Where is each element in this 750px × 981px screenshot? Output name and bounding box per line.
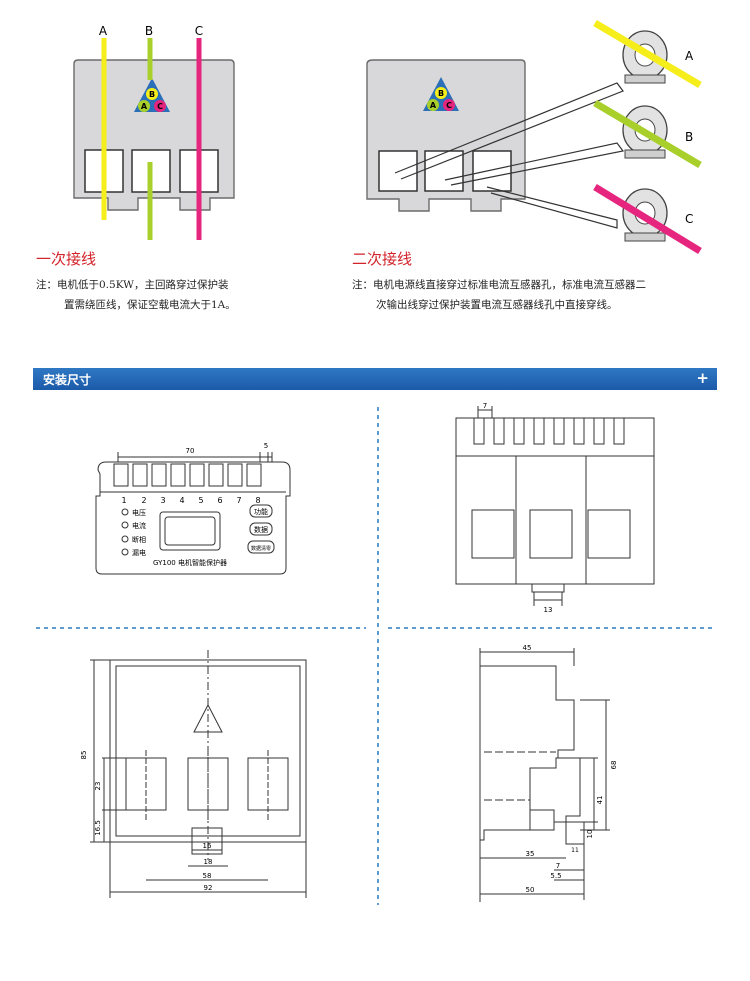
terminal-label: 8	[255, 496, 260, 505]
data-button-label: 数据	[254, 525, 268, 534]
secondary-leads	[394, 82, 625, 229]
back-dim-92: 92	[204, 884, 213, 892]
side-dim-45: 45	[523, 644, 532, 652]
logo-letter-a: A	[141, 102, 148, 111]
secondary-wiring-note-2: 次输出线穿过保护装置电流互感器线孔中直接穿线。	[376, 299, 618, 311]
logo-circle-b-2	[435, 87, 447, 99]
back-dim-58: 58	[203, 872, 212, 880]
terminal-label: 4	[179, 496, 184, 505]
secondary-wiring-diagram: B A C A B C	[366, 19, 702, 254]
phase-c-label: C	[195, 24, 203, 38]
secondary-wiring-title: 二次接线	[352, 250, 413, 268]
front-dim-70: 70	[186, 447, 195, 455]
primary-wiring-diagram: B A C A B C	[73, 24, 235, 240]
primary-wiring-note-2: 置需绕匝线，保证空载电流大于1A。	[64, 299, 236, 311]
side-dim-7: 7	[556, 862, 560, 870]
phase-b-cable	[593, 99, 702, 169]
primary-wiring-title: 一次接线	[36, 250, 97, 268]
top-view-drawing: 7 13	[455, 402, 655, 614]
led-label-voltage: 电压	[132, 508, 146, 517]
terminal-label: 1	[121, 496, 126, 505]
led-label-current: 电流	[132, 521, 146, 530]
led-label-leakage: 漏电	[132, 548, 146, 557]
top-dim-7: 7	[483, 402, 487, 410]
back-dim-18: 18	[204, 858, 213, 866]
back-dim-85: 85	[80, 751, 88, 760]
logo-letter-c-2: C	[446, 101, 452, 110]
model-label: GY100 电机智能保护器	[153, 558, 227, 567]
back-dim-23: 23	[94, 782, 102, 791]
phase-b-label: B	[145, 24, 153, 38]
phase-a-label: A	[99, 24, 108, 38]
ct-c-label: C	[685, 212, 693, 226]
terminal-label: 5	[198, 496, 203, 505]
phase-c-cable	[593, 184, 702, 254]
top-dim-13: 13	[544, 606, 553, 614]
side-dim-68: 68	[610, 761, 618, 770]
expand-plus-icon[interactable]: +	[696, 369, 709, 387]
ct-a-label: A	[685, 49, 694, 63]
side-dim-11: 11	[571, 847, 579, 854]
terminal-label: 6	[217, 496, 222, 505]
side-dim-10: 10	[586, 830, 594, 839]
back-view-drawing: 85 23 16.5 16 18 58 92	[80, 650, 307, 898]
logo-letter-b-2: B	[438, 89, 444, 98]
front-dim-5: 5	[264, 442, 268, 450]
ct-b-label: B	[685, 130, 693, 144]
clear-button-label: 数据清零	[251, 545, 271, 552]
logo-circle-c	[154, 100, 166, 112]
logo-circle-a-2	[427, 99, 439, 111]
secondary-wiring-note-1: 注：电机电源线直接穿过标准电流互感器孔，标准电流互感器二	[352, 279, 646, 291]
phase-a-cable	[593, 19, 702, 89]
primary-wiring-note-1: 注：电机低于0.5KW，主回路穿过保护装	[36, 279, 229, 291]
logo-letter-c: C	[157, 102, 163, 111]
side-dim-50: 50	[526, 886, 535, 894]
side-dim-35: 35	[526, 850, 535, 858]
logo-circle-b	[146, 88, 158, 100]
function-button-label: 功能	[254, 507, 268, 516]
terminal-label: 2	[141, 496, 146, 505]
logo-circle-c-2	[443, 99, 455, 111]
led-label-phase-loss: 断相	[132, 535, 146, 544]
install-dimensions-bar: 安装尺寸 +	[33, 368, 717, 390]
side-dim-5-5: 5.5	[550, 872, 561, 880]
side-dim-41: 41	[596, 796, 604, 805]
terminal-label: 7	[236, 496, 241, 505]
logo-circle-a	[138, 100, 150, 112]
side-view-drawing: 45 68 41 10 35 11 7 5.5 50	[479, 644, 618, 902]
logo-letter-b: B	[149, 90, 155, 99]
back-dim-16: 16	[203, 842, 212, 850]
logo-letter-a-2: A	[430, 101, 437, 110]
front-view-drawing: 70 5 1 2 3 4 5 6 7 8 电压 电流 断相 漏电 功能 数据 数…	[95, 442, 291, 575]
terminal-label: 3	[160, 496, 165, 505]
install-dimensions-title: 安装尺寸	[43, 373, 92, 387]
back-dim-16-5: 16.5	[94, 820, 102, 836]
